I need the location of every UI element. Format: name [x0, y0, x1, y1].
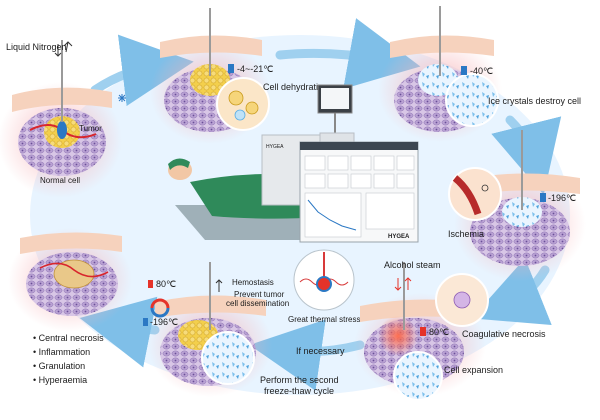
second-cycle-line2: freeze-thaw cycle: [264, 386, 334, 396]
cycle-arrows: [79, 18, 562, 391]
outcome-item: • Central necrosis: [33, 333, 104, 343]
if-necessary-label: If necessary: [296, 346, 345, 356]
cycle-hot-temp: 80℃: [156, 279, 176, 289]
stage4-vessel: [452, 175, 482, 216]
arrow-to-ischemia: [491, 115, 562, 195]
thermometer-icon-3: [540, 193, 546, 202]
ischemia-label: Ischemia: [448, 229, 484, 239]
patient-cap: [168, 158, 190, 170]
cell-expansion-label: Cell expansion: [444, 365, 503, 375]
stage2-zoom-circle: [216, 77, 270, 131]
stage2-tumor: [190, 64, 230, 96]
device-logo: HYGEA: [388, 234, 410, 240]
hemostasis-line3: cell dissemination: [226, 299, 289, 308]
stage7-skin: [20, 232, 122, 254]
hot-thermometer-icon: [148, 280, 153, 288]
arrow-to-ice: [275, 18, 421, 89]
thermometer-hot-icon: [420, 327, 426, 336]
stage7-necrotic-tumor: [53, 259, 95, 289]
cold-thermometer-icon: [143, 318, 148, 326]
steam-up-arrow: [404, 277, 412, 290]
stage-ischemia: -196℃ Ischemia: [448, 130, 586, 281]
steam-down-arrow: [394, 278, 402, 291]
cell-dehydration-label: Cell dehydration: [263, 82, 328, 92]
temp-stage1: -4~-21℃: [237, 64, 273, 74]
outcome-item: • Hyperaemia: [33, 375, 87, 385]
arrow-to-dehydration: [90, 34, 194, 107]
outcome-list: • Central necrosis • Inflammation • Gran…: [33, 333, 104, 385]
probe-up-arrow: [215, 279, 223, 292]
thermometer-icon: [228, 64, 234, 73]
nitrogen-up-arrow: [63, 41, 73, 53]
stage-normal-cell: Liquid Nitrogen Tumor Normal cell: [0, 40, 126, 198]
stage-thaw: Alcohol steam 80℃ Coagulative necrosis C…: [354, 260, 546, 401]
liquid-nitrogen-label: Liquid Nitrogen: [6, 42, 67, 52]
freeze-thaw-cycle-icon: [150, 298, 170, 318]
second-cycle-line1: Perform the second: [260, 375, 339, 385]
cycle-cold-temp: -196℃: [150, 317, 178, 327]
outcome-item: • Granulation: [33, 361, 85, 371]
hemostasis-line2: Prevent tumor: [234, 290, 285, 299]
normal-cell-label: Normal cell: [40, 176, 80, 185]
temp-stage3: -196℃: [548, 193, 576, 203]
thermal-stress-inset: Great thermal stress: [288, 249, 360, 324]
temp-heat: 80℃: [429, 327, 449, 337]
coagulative-necrosis-label: Coagulative necrosis: [462, 329, 546, 339]
stage-ice-crystals: -40℃ Ice crystals destroy cell: [378, 6, 581, 142]
device-brand: HYGEA: [266, 144, 284, 150]
outcome-item: • Inflammation: [33, 347, 90, 357]
arrow-to-second-cycle: [249, 319, 365, 391]
stage3-zoom-circle: [445, 73, 499, 127]
snowflake-icon: [118, 94, 126, 102]
nitrogen-down-arrow: [54, 44, 62, 57]
stage6-zoom-circle: [201, 331, 255, 385]
stage-cell-dehydration: -4~-21℃ Cell dehydration: [150, 8, 328, 144]
device-monitor-screen: [321, 88, 349, 109]
alcohol-steam-label: Alcohol steam: [384, 260, 441, 270]
temp-stage2: -40℃: [470, 66, 493, 76]
stage-outcome: [8, 228, 132, 332]
stage-hemostasis: Hemostasis Prevent tumor cell disseminat…: [143, 262, 289, 397]
stage5-zoom-bottom: [393, 351, 443, 401]
device-ui-panel: HYGEA: [299, 141, 419, 243]
hemostasis-line1: Hemostasis: [232, 278, 274, 287]
thermometer-icon-2: [461, 66, 467, 75]
stage4-tissue: [470, 198, 570, 266]
ice-crystals-label: Ice crystals destroy cell: [488, 96, 581, 106]
probe-crosssection-icon: [316, 276, 332, 292]
tumor-label: Tumor: [79, 124, 102, 133]
arrow-to-outcome: [79, 296, 160, 368]
stage5-heat-zone: [378, 316, 418, 356]
stage1-probe-tip: [57, 121, 67, 139]
stage3-skin: [390, 35, 494, 58]
stage4-frozen-tumor: [502, 197, 542, 227]
ui-temp-graph: [304, 192, 362, 238]
great-thermal-stress-label: Great thermal stress: [288, 315, 360, 324]
